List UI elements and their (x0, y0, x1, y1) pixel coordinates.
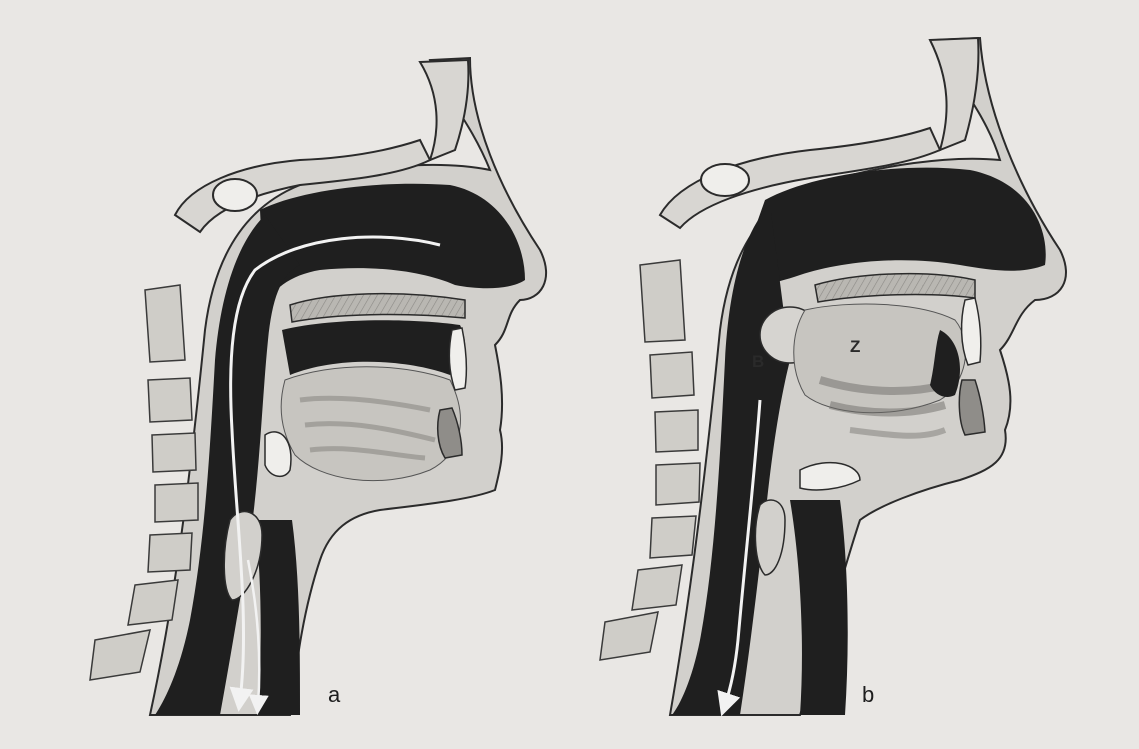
panel-label-a: a (328, 682, 340, 708)
region-mark-z: Z (850, 337, 860, 357)
nasal-bone-a (420, 60, 468, 160)
vertebrae-b (600, 260, 700, 660)
upper-teeth-a (449, 328, 466, 390)
panel-b (600, 38, 1066, 715)
sinus-cavity-b (701, 164, 749, 196)
nasal-bone-b (930, 38, 978, 150)
upper-teeth-b (962, 298, 981, 365)
panel-label-b: b (862, 682, 874, 708)
panel-a (90, 58, 546, 715)
sinus-cavity-a (213, 179, 257, 211)
region-mark-b: B (752, 352, 764, 372)
